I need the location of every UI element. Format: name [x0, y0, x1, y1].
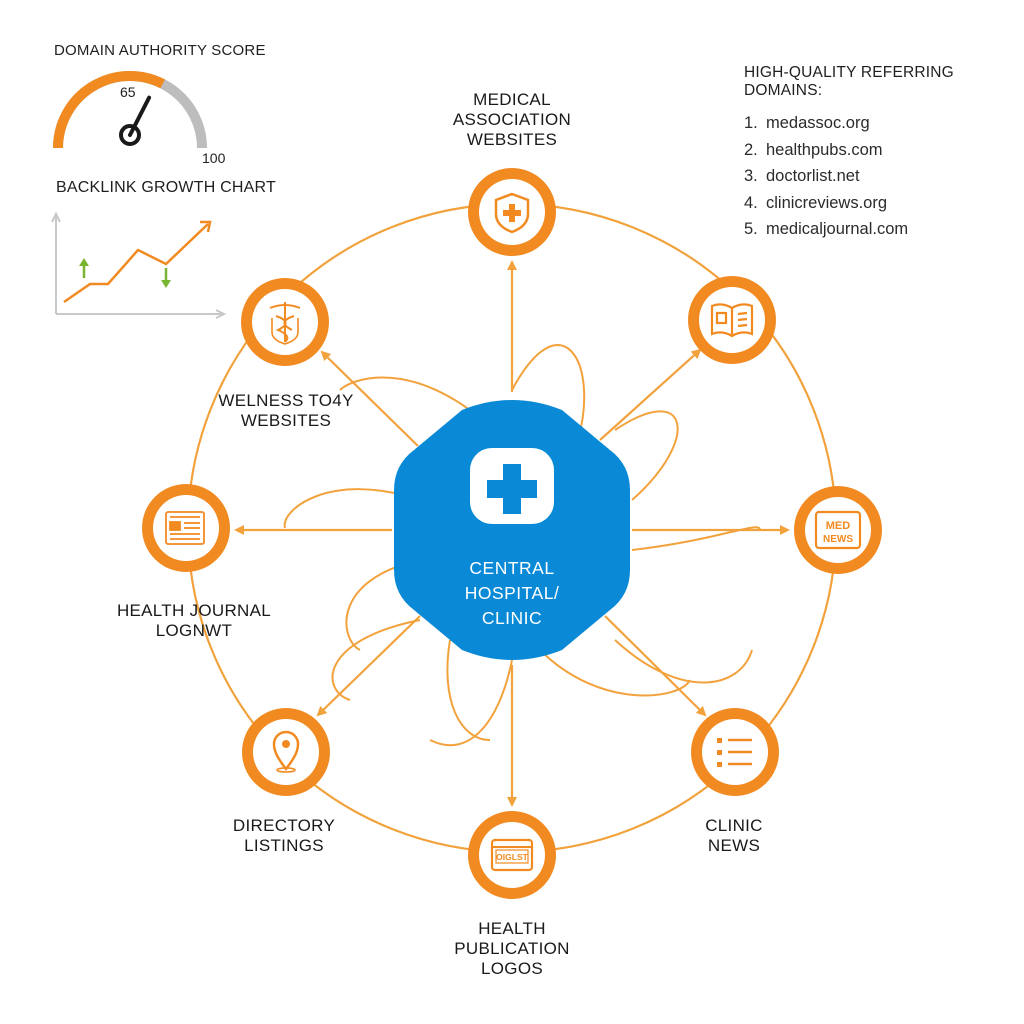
label-clinic-news: CLINIC NEWS [705, 816, 763, 855]
caduceus-icon [269, 302, 301, 345]
label-medical-association: MEDICAL ASSOCIATION WEBSITES [452, 90, 572, 149]
growth-chart-title: BACKLINK GROWTH CHART [56, 179, 276, 196]
svg-text:MED: MED [826, 520, 851, 532]
node-directory-listings[interactable] [242, 708, 330, 796]
list-item[interactable]: 4.clinicreviews.org [744, 193, 888, 212]
label-health-publication: HEALTH PUBLICATION LOGOS [454, 919, 570, 978]
list-item[interactable]: 3.doctorlist.net [744, 167, 860, 185]
node-health-publication[interactable]: OIGLST [468, 811, 556, 899]
arrow-to-clinic-news [604, 615, 707, 717]
open-book-icon [710, 303, 754, 338]
svg-text:NEWS: NEWS [823, 534, 853, 545]
central-hub-label: CENTRAL HOSPITAL/ CLINIC [464, 558, 560, 628]
swirl-curves [283, 344, 761, 747]
gauge-max-label: 100 [202, 150, 226, 166]
browser-window-icon: OIGLST [490, 838, 534, 872]
domain-link[interactable]: medassoc.org [766, 114, 870, 132]
gauge-value-label: 65 [120, 84, 136, 100]
node-clinic-news[interactable] [691, 708, 779, 796]
node-journal-book[interactable] [688, 276, 776, 364]
spoke-arrows [234, 260, 790, 807]
list-item[interactable]: 5.medicaljournal.com [744, 220, 909, 238]
shield-cross-icon [494, 192, 530, 234]
domain-link[interactable]: doctorlist.net [766, 167, 860, 185]
list-item[interactable]: 2.healthpubs.com [744, 140, 883, 159]
domain-authority-gauge [53, 70, 207, 149]
backlink-growth-chart [51, 211, 227, 319]
svg-text:OIGLST: OIGLST [496, 852, 528, 862]
growth-down-arrow-icon [161, 268, 171, 288]
arrow-to-directory [316, 615, 421, 717]
referring-domains-panel: HIGH-QUALITY REFERRING DOMAINS: 1.medass… [744, 64, 1024, 243]
node-health-journal[interactable] [142, 484, 230, 572]
list-icon [717, 738, 752, 767]
newspaper-icon [165, 511, 205, 545]
gauge-needle [128, 95, 152, 137]
referring-domains-list: 1.medassoc.org 2.healthpubs.com 3.doctor… [744, 110, 1024, 243]
growth-up-arrow-icon [79, 258, 89, 278]
news-screen-icon: MED NEWS [814, 510, 862, 550]
label-wellness-today: WELNESS TO4Y WEBSITES [218, 391, 354, 430]
node-wellness-today[interactable] [241, 278, 329, 366]
growth-trend-line [63, 223, 209, 304]
node-medical-association[interactable] [468, 168, 556, 256]
arrow-to-journal-book [599, 348, 702, 441]
domain-link[interactable]: medicaljournal.com [766, 220, 909, 238]
gauge-fill [53, 70, 165, 149]
domain-link[interactable]: healthpubs.com [766, 140, 883, 159]
map-pin-icon [272, 730, 300, 773]
node-med-news[interactable]: MED NEWS [794, 486, 882, 574]
label-directory-listings: DIRECTORY LISTINGS [232, 816, 336, 855]
arrow-to-wellness [320, 350, 419, 447]
gauge-title: DOMAIN AUTHORITY SCORE [54, 42, 266, 59]
list-item[interactable]: 1.medassoc.org [744, 114, 870, 132]
domain-link[interactable]: clinicreviews.org [766, 193, 888, 212]
label-health-journal: HEALTH JOURNAL LOGNWT [116, 601, 272, 640]
referring-domains-title: HIGH-QUALITY REFERRING DOMAINS: [744, 64, 954, 99]
central-hub[interactable] [394, 400, 630, 660]
